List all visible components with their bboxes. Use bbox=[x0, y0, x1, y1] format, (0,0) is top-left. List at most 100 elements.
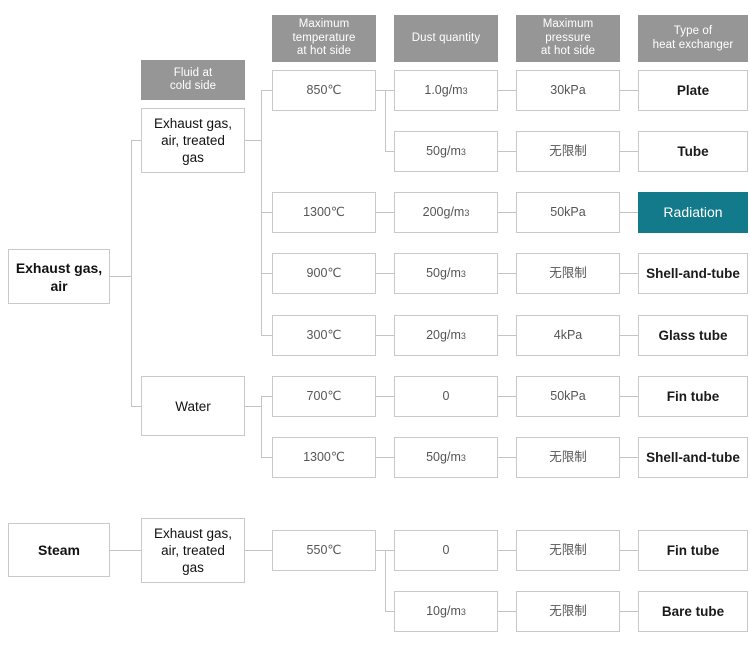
header-dust-quantity: Dust quantity bbox=[394, 15, 498, 62]
node-type-glass-tube[interactable]: Glass tube bbox=[638, 315, 748, 356]
node-type-tube[interactable]: Tube bbox=[638, 131, 748, 172]
connector bbox=[261, 396, 262, 458]
connector bbox=[261, 212, 272, 213]
connector bbox=[110, 550, 141, 551]
node-pressure-4kpa[interactable]: 4kPa bbox=[516, 315, 620, 356]
node-type-fin-tube-b[interactable]: Fin tube bbox=[638, 530, 748, 571]
connector bbox=[110, 276, 132, 277]
connector bbox=[620, 212, 638, 213]
node-pressure-unlimited-c[interactable]: 无限制 bbox=[516, 437, 620, 478]
dust-value: 50g/m bbox=[426, 144, 461, 158]
connector bbox=[620, 273, 638, 274]
connector bbox=[498, 396, 516, 397]
connector bbox=[261, 335, 272, 336]
node-type-shell-and-tube-b[interactable]: Shell-and-tube bbox=[638, 437, 748, 478]
node-type-radiation[interactable]: Radiation bbox=[638, 192, 748, 233]
connector bbox=[376, 90, 386, 91]
connector bbox=[620, 335, 638, 336]
node-temp-900[interactable]: 900℃ bbox=[272, 253, 376, 294]
connector bbox=[376, 550, 386, 551]
connector bbox=[385, 90, 394, 91]
connector bbox=[498, 611, 516, 612]
node-type-fin-tube-a[interactable]: Fin tube bbox=[638, 376, 748, 417]
connector bbox=[620, 457, 638, 458]
dust-value: 10g/m bbox=[426, 604, 461, 618]
dust-value: 20g/m bbox=[426, 328, 461, 342]
node-root-exhaust-gas-air[interactable]: Exhaust gas,air bbox=[8, 249, 110, 304]
connector bbox=[498, 151, 516, 152]
connector bbox=[385, 151, 394, 152]
node-pressure-30kpa[interactable]: 30kPa bbox=[516, 70, 620, 111]
node-pressure-50kpa-b[interactable]: 50kPa bbox=[516, 376, 620, 417]
node-pressure-50kpa-a[interactable]: 50kPa bbox=[516, 192, 620, 233]
connector bbox=[498, 335, 516, 336]
connector bbox=[261, 90, 262, 336]
connector bbox=[498, 212, 516, 213]
connector bbox=[131, 140, 141, 141]
connector bbox=[376, 212, 394, 213]
connector bbox=[376, 396, 394, 397]
connector bbox=[620, 611, 638, 612]
connector bbox=[385, 90, 386, 152]
node-temp-300[interactable]: 300℃ bbox=[272, 315, 376, 356]
node-temp-700[interactable]: 700℃ bbox=[272, 376, 376, 417]
connector bbox=[498, 90, 516, 91]
node-type-bare-tube[interactable]: Bare tube bbox=[638, 591, 748, 632]
connector bbox=[498, 273, 516, 274]
node-temp-1300-a[interactable]: 1300℃ bbox=[272, 192, 376, 233]
connector bbox=[385, 611, 394, 612]
node-type-plate[interactable]: Plate bbox=[638, 70, 748, 111]
connector bbox=[245, 550, 272, 551]
node-pressure-unlimited-b[interactable]: 无限制 bbox=[516, 253, 620, 294]
dust-value: 200g/m bbox=[422, 205, 465, 219]
node-type-shell-and-tube-a[interactable]: Shell-and-tube bbox=[638, 253, 748, 294]
connector bbox=[245, 406, 262, 407]
connector bbox=[385, 550, 386, 612]
connector bbox=[131, 406, 141, 407]
connector bbox=[376, 273, 394, 274]
node-dust-0-b[interactable]: 0 bbox=[394, 530, 498, 571]
connector bbox=[620, 550, 638, 551]
connector bbox=[261, 273, 272, 274]
dust-value: 0 bbox=[442, 543, 450, 557]
node-pressure-unlimited-d[interactable]: 无限制 bbox=[516, 530, 620, 571]
node-dust-0-a[interactable]: 0 bbox=[394, 376, 498, 417]
node-pressure-unlimited-e[interactable]: 无限制 bbox=[516, 591, 620, 632]
connector bbox=[261, 396, 272, 397]
connector bbox=[376, 335, 394, 336]
connector bbox=[620, 151, 638, 152]
dust-value: 50g/m bbox=[426, 266, 461, 280]
connector bbox=[245, 140, 262, 141]
node-temp-1300-b[interactable]: 1300℃ bbox=[272, 437, 376, 478]
connector bbox=[376, 457, 394, 458]
node-temp-850[interactable]: 850℃ bbox=[272, 70, 376, 111]
dust-value: 50g/m bbox=[426, 450, 461, 464]
node-pressure-unlimited-a[interactable]: 无限制 bbox=[516, 131, 620, 172]
connector bbox=[498, 550, 516, 551]
dust-value: 1.0g/m bbox=[424, 83, 463, 97]
node-fluid-water[interactable]: Water bbox=[141, 376, 245, 436]
node-root-steam[interactable]: Steam bbox=[8, 523, 110, 577]
connector bbox=[385, 550, 394, 551]
connector bbox=[620, 396, 638, 397]
node-temp-550[interactable]: 550℃ bbox=[272, 530, 376, 571]
connector bbox=[261, 457, 272, 458]
connector bbox=[261, 90, 272, 91]
dust-value: 0 bbox=[442, 389, 450, 403]
connector bbox=[131, 140, 132, 406]
connector bbox=[498, 457, 516, 458]
connector bbox=[620, 90, 638, 91]
